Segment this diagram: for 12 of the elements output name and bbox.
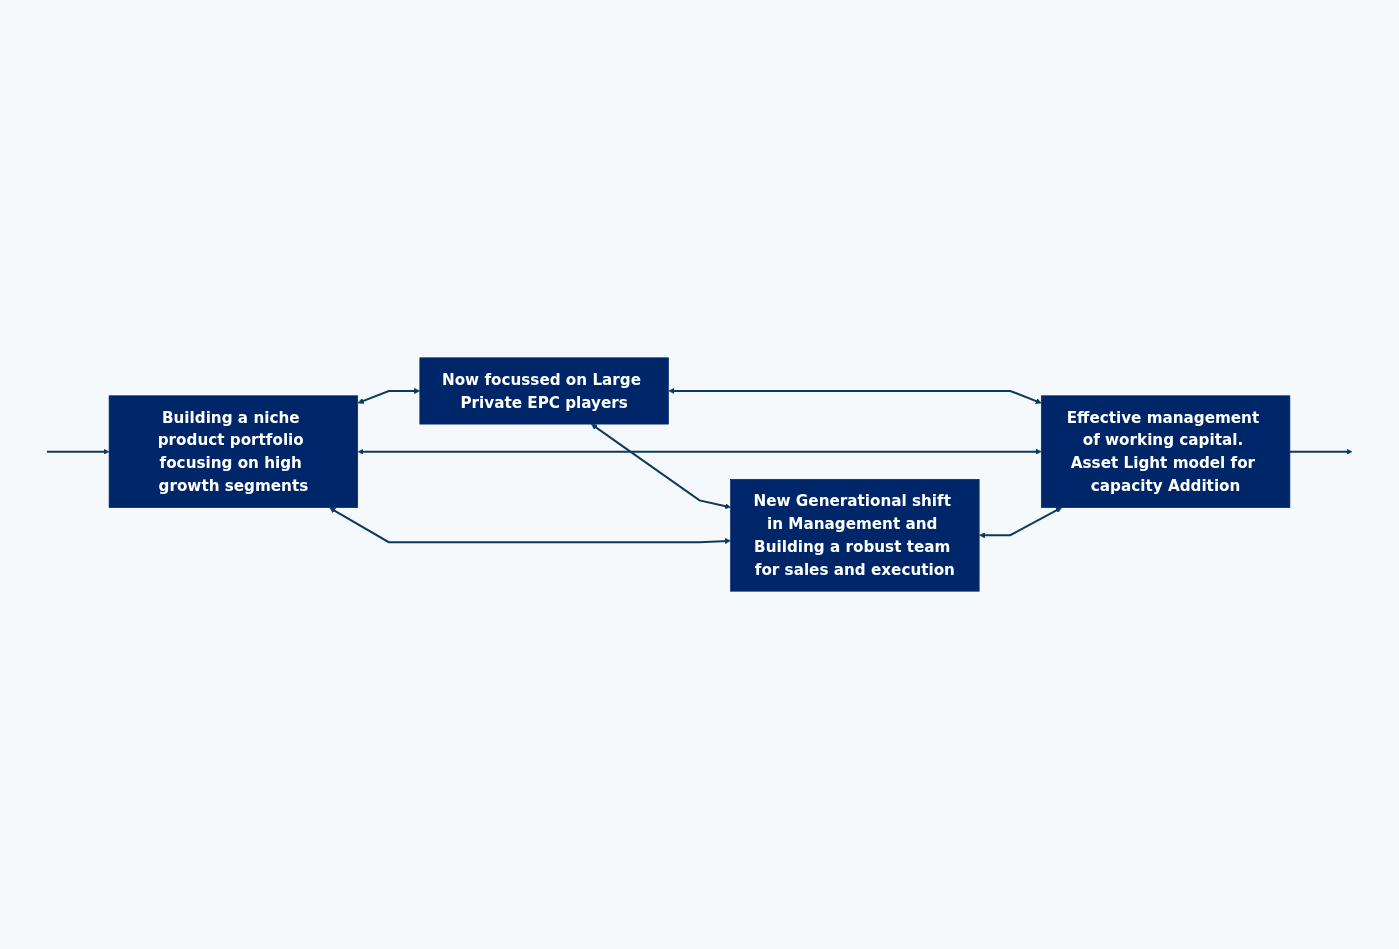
arrow [46,448,110,455]
node-box: New Generational shift in Management and Building a robust team for sales and execution [730,479,980,592]
arrow [357,448,1042,455]
arrow [668,387,1042,404]
arrow [329,507,731,545]
arrow [979,507,1062,539]
arrow [591,423,731,510]
node-box: Effective management of working capital. Asset Light model for capacity Addition [1040,395,1291,508]
arrow [357,387,421,404]
node-box: Building a niche product portfolio focusing on high growth segments [108,395,359,508]
node-box: Now focussed on Large Private EPC players [419,357,669,425]
arrow [1289,448,1353,455]
